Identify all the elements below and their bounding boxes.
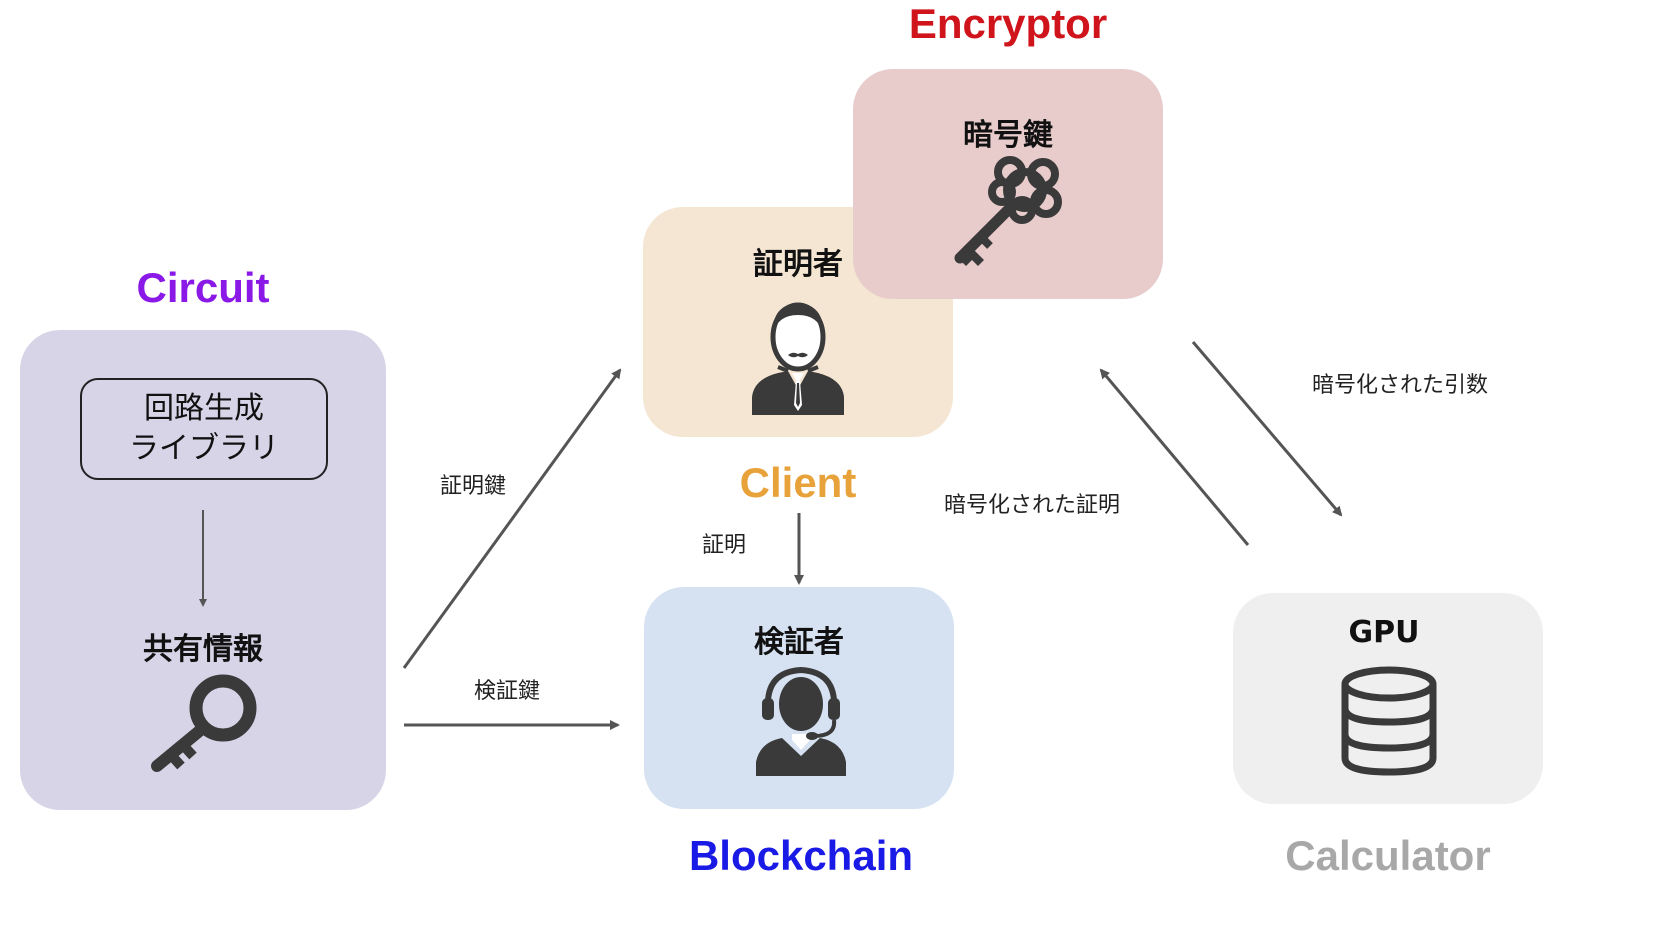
database-icon — [1341, 666, 1437, 776]
library-label-line1: 回路生成 — [144, 391, 264, 426]
encrypted-proof-label: 暗号化された証明 — [944, 493, 1121, 518]
encryptor-title: Encryptor — [908, 0, 1108, 47]
shared-info-label: 共有情報 — [143, 632, 263, 667]
businessman-icon — [752, 302, 844, 415]
prover-label: 証明者 — [753, 247, 843, 282]
gpu-label: GPU — [1348, 615, 1420, 650]
encrypted-args-arrow — [1191, 341, 1343, 517]
ornate-key-icon — [954, 156, 1062, 266]
client-title: Client — [739, 459, 857, 506]
proof-label: 証明 — [702, 533, 747, 558]
circuit-library-box: 回路生成 ライブラリ — [80, 378, 328, 480]
verifying-key-label: 検証鍵 — [474, 679, 541, 704]
proving-key-arrow — [402, 368, 622, 669]
encryption-key-label: 暗号鍵 — [963, 118, 1053, 153]
library-label-line2: ライブラリ — [129, 431, 279, 466]
key-icon — [151, 674, 257, 772]
verifier-label: 検証者 — [754, 625, 844, 660]
blockchain-title: Blockchain — [688, 832, 914, 879]
calculator-title: Calculator — [1285, 832, 1491, 879]
proving-key-label: 証明鍵 — [440, 474, 507, 499]
encrypted-args-label: 暗号化された引数 — [1312, 373, 1489, 398]
headset-operator-icon — [756, 666, 846, 776]
circuit-title: Circuit — [136, 264, 270, 311]
encrypted-proof-arrow — [1099, 368, 1250, 546]
